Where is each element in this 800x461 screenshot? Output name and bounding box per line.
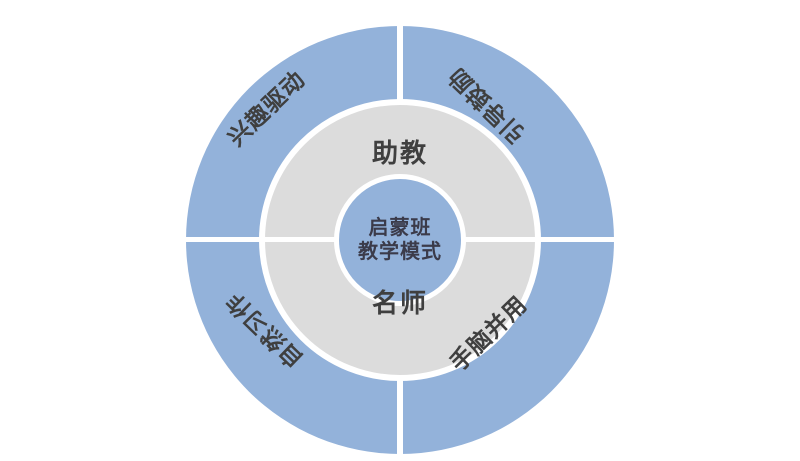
ring-divider-top (397, 26, 403, 102)
ring-divider-right (463, 237, 614, 242)
center-circle: 启蒙班 教学模式 (334, 174, 466, 306)
middle-ring-label-teacher: 名师 (371, 288, 428, 318)
middle-ring-label-assistant: 助教 (371, 138, 428, 168)
ring-divider-bottom (397, 378, 403, 454)
center-title-line-2: 教学模式 (358, 241, 442, 263)
ring-divider-left (186, 237, 337, 242)
center-title-line-1: 启蒙班 (368, 216, 432, 239)
